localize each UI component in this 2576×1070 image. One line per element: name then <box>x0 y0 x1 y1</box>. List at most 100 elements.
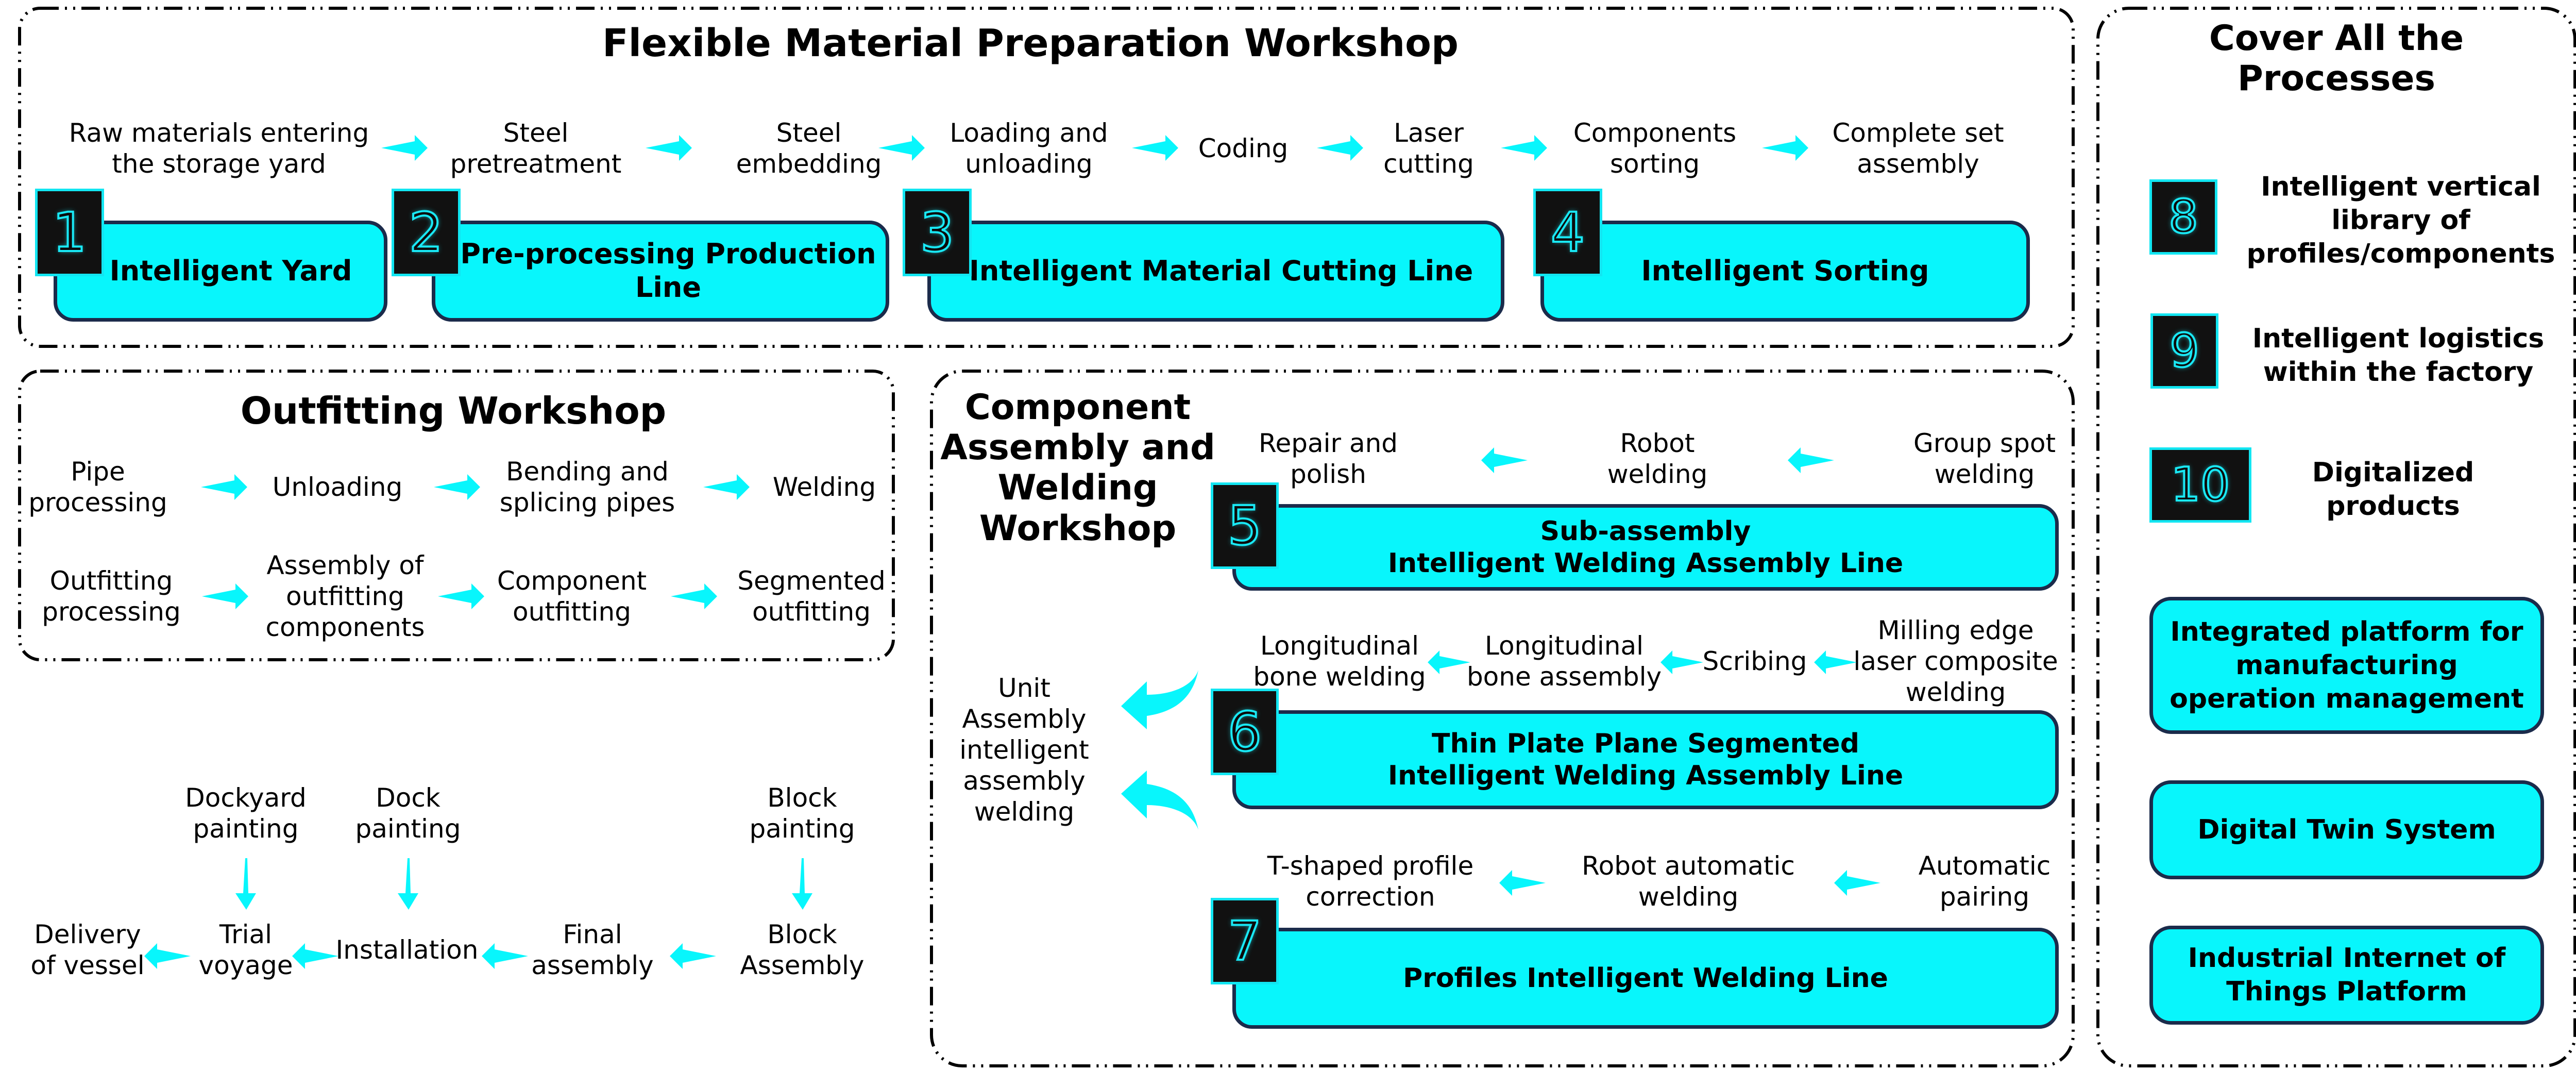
line-box-material-cutting[interactable]: Intelligent Material Cutting Line <box>927 221 1504 322</box>
badge-9: 9 <box>2150 313 2218 389</box>
line-label: Thin Plate Plane Segmented Intelligent W… <box>1387 728 1904 791</box>
badge-4: 4 <box>1533 189 1602 276</box>
step-repair-polish: Repair and polish <box>1258 428 1398 489</box>
outfitting-workshop-title: Outfitting Workshop <box>240 389 667 432</box>
line-label: Pre-processing Production Line <box>460 238 876 304</box>
number-3-icon: 3 <box>919 201 955 264</box>
platform-label: Industrial Internet of Things Platform <box>2188 943 2506 1007</box>
step-block-painting: Block painting <box>749 783 855 844</box>
cover-panel-title: Cover All the Processes <box>2209 18 2464 99</box>
step-block-assembly: Block Assembly <box>740 919 865 980</box>
step-complete-set-assembly: Complete set assembly <box>1832 118 2004 179</box>
arrow-right-icon <box>434 474 480 500</box>
line-label: Intelligent Material Cutting Line <box>969 254 1473 287</box>
cover-item-digitalized-products: Digitalized products <box>2312 457 2475 522</box>
line-box-profiles-welding[interactable]: Profiles Intelligent Welding Line <box>1232 928 2059 1029</box>
step-longitudinal-bone-welding: Longitudinal bone welding <box>1253 631 1426 692</box>
arrow-left-icon <box>1834 870 1880 896</box>
step-installation: Installation <box>335 935 479 965</box>
step-steel-pretreatment: Steel pretreatment <box>450 118 622 179</box>
arrow-right-icon <box>671 583 717 609</box>
badge-6: 6 <box>1211 689 1279 775</box>
number-8-icon: 8 <box>2167 190 2199 244</box>
step-laser-cutting: Laser cutting <box>1383 118 1474 179</box>
curved-arrow-icon <box>1121 768 1204 830</box>
arrow-left-icon <box>670 943 716 969</box>
arrow-right-icon <box>646 135 692 161</box>
arrow-right-icon <box>1317 135 1363 161</box>
badge-3: 3 <box>903 189 972 276</box>
unit-assembly-label: Unit Assembly intelligent assembly weldi… <box>959 673 1089 827</box>
cover-panel-frame <box>2096 7 2576 1067</box>
arrow-left-icon <box>1660 650 1704 674</box>
badge-7: 7 <box>1211 898 1279 984</box>
step-pipe-processing: Pipe processing <box>28 457 167 517</box>
step-raw-materials: Raw materials entering the storage yard <box>69 118 369 179</box>
step-milling-edge-laser: Milling edge laser composite welding <box>1853 615 2058 707</box>
step-t-shaped-profile-correction: T-shaped profile correction <box>1267 851 1474 912</box>
number-10-icon: 10 <box>2170 458 2231 512</box>
step-steel-embedding: Steel embedding <box>736 118 882 179</box>
step-automatic-pairing: Automatic pairing <box>1918 851 2051 912</box>
step-trial-voyage: Trial voyage <box>198 919 293 980</box>
number-7-icon: 7 <box>1227 910 1263 973</box>
arrow-down-icon <box>235 858 256 910</box>
line-label: Intelligent Yard <box>109 254 352 287</box>
step-final-assembly: Final assembly <box>531 919 654 980</box>
step-robot-automatic-welding: Robot automatic welding <box>1582 851 1795 912</box>
step-assembly-outfitting-components: Assembly of outfitting components <box>265 550 425 642</box>
platform-manufacturing-operation[interactable]: Integrated platform for manufacturing op… <box>2149 597 2544 734</box>
cover-item-intelligent-logistics: Intelligent logistics within the factory <box>2252 323 2545 388</box>
platform-label: Digital Twin System <box>2197 814 2496 845</box>
line-box-intelligent-yard[interactable]: Intelligent Yard <box>54 221 387 322</box>
step-welding: Welding <box>772 472 876 502</box>
number-4-icon: 4 <box>1550 201 1586 264</box>
platform-digital-twin[interactable]: Digital Twin System <box>2149 780 2544 879</box>
arrow-right-icon <box>438 583 484 609</box>
step-loading-unloading: Loading and unloading <box>950 118 1108 179</box>
arrow-left-icon <box>1499 870 1546 896</box>
step-delivery-of-vessel: Delivery of vessel <box>30 919 145 980</box>
line-label: Intelligent Sorting <box>1641 254 1929 287</box>
arrow-right-icon <box>878 135 925 161</box>
flexible-workshop-title: Flexible Material Preparation Workshop <box>602 21 1459 65</box>
number-6-icon: 6 <box>1227 700 1263 763</box>
step-coding: Coding <box>1198 133 1289 163</box>
arrow-down-icon <box>792 858 812 910</box>
number-1-icon: 1 <box>52 201 88 264</box>
arrow-down-icon <box>398 858 418 910</box>
step-robot-welding: Robot welding <box>1607 428 1708 489</box>
badge-8: 8 <box>2149 179 2217 255</box>
badge-10: 10 <box>2149 447 2251 523</box>
badge-2: 2 <box>392 189 461 276</box>
arrow-right-icon <box>1501 135 1547 161</box>
number-9-icon: 9 <box>2168 324 2200 378</box>
component-workshop-frame <box>930 370 2075 1067</box>
step-unloading: Unloading <box>272 472 403 502</box>
arrow-right-icon <box>703 474 750 500</box>
step-component-outfitting: Component outfitting <box>497 566 647 627</box>
arrow-right-icon <box>1762 135 1808 161</box>
line-box-thin-plate[interactable]: Thin Plate Plane Segmented Intelligent W… <box>1232 710 2059 809</box>
flexible-workshop-frame <box>18 7 2075 348</box>
arrow-left-icon <box>1814 650 1857 674</box>
number-2-icon: 2 <box>408 201 444 264</box>
line-label: Profiles Intelligent Welding Line <box>1403 962 1888 994</box>
step-outfitting-processing: Outfitting processing <box>42 566 181 627</box>
badge-1: 1 <box>35 189 104 276</box>
line-box-intelligent-sorting[interactable]: Intelligent Sorting <box>1540 221 2030 322</box>
cover-item-vertical-library: Intelligent vertical library of profiles… <box>2246 171 2555 270</box>
step-bending-splicing: Bending and splicing pipes <box>499 457 675 517</box>
line-box-pre-processing[interactable]: Pre-processing Production Line <box>432 221 889 322</box>
outfitting-workshop-frame <box>18 370 895 661</box>
platform-industrial-iot[interactable]: Industrial Internet of Things Platform <box>2149 926 2544 1025</box>
platform-label: Integrated platform for manufacturing op… <box>2170 616 2524 714</box>
arrow-left-icon <box>1788 447 1834 473</box>
curved-arrow-icon <box>1121 670 1204 732</box>
number-5-icon: 5 <box>1227 494 1263 557</box>
line-box-sub-assembly[interactable]: Sub-assembly Intelligent Welding Assembl… <box>1232 504 2059 591</box>
step-dock-painting: Dock painting <box>355 783 461 844</box>
arrow-left-icon <box>482 943 528 969</box>
step-dockyard-painting: Dockyard painting <box>185 783 307 844</box>
component-workshop-title: Component Assembly and Welding Workshop <box>940 387 1215 549</box>
